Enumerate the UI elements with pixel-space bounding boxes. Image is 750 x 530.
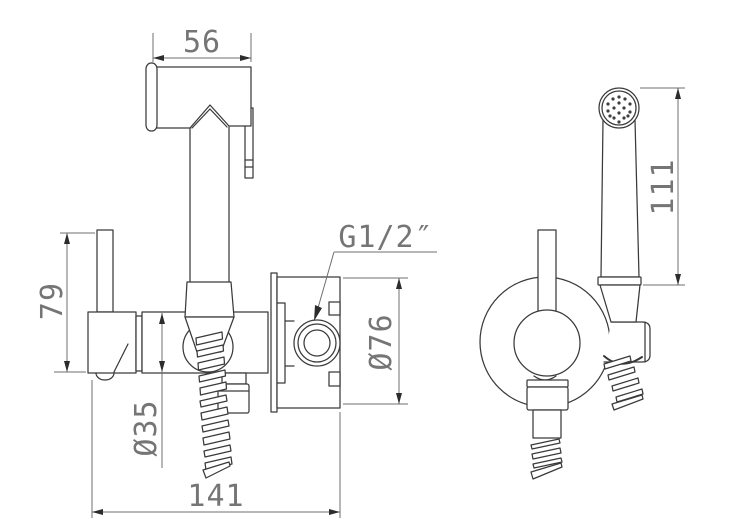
outlet-nut xyxy=(526,386,569,411)
holder-body-side xyxy=(603,321,651,363)
valve-side-strip xyxy=(276,302,286,384)
dimensions: 56 79 Ø35 141 Ø76 G1/2″ 111 xyxy=(35,25,685,518)
sprayer-nozzle-cap xyxy=(145,62,158,132)
dim-79-lines xyxy=(54,232,95,373)
dim-56-arrow-left xyxy=(153,55,164,61)
holder-clip-notch xyxy=(244,159,254,168)
front-view xyxy=(87,62,269,479)
valve-side-step-top xyxy=(328,301,341,316)
dim-111-arrow-top xyxy=(675,88,681,99)
dim-flange-diameter: Ø76 xyxy=(364,313,399,370)
dim-141-lines xyxy=(91,380,341,518)
grip-cone-upper xyxy=(184,281,235,318)
handset-body xyxy=(600,119,640,278)
dim-76-arrow-top xyxy=(396,278,402,289)
sprayer-head-cone-line xyxy=(191,108,228,129)
outlet-stem xyxy=(532,409,562,439)
dim-56-arrow-right xyxy=(240,55,251,61)
wall-plate xyxy=(270,272,278,413)
lever-rod-side xyxy=(537,229,557,314)
dim-35-arrow-top xyxy=(159,313,165,324)
dim-141-arrow-right xyxy=(329,509,340,515)
sprayer-head xyxy=(152,66,252,129)
label-inlet-thread: G1/2″ xyxy=(338,220,433,255)
dim-body-height: 79 xyxy=(35,282,70,320)
valve-ring xyxy=(135,315,143,372)
dim-76-arrow-bottom xyxy=(396,393,402,404)
handset-cone xyxy=(599,284,641,323)
supply-hose xyxy=(530,438,563,480)
shower-hose-front xyxy=(195,331,233,479)
dim-76-lines xyxy=(343,277,408,405)
dim-79-arrow-top xyxy=(64,233,70,244)
dim-79-arrow-bottom xyxy=(64,361,70,372)
dim-handset-length: 111 xyxy=(646,158,681,215)
handle-block xyxy=(87,311,137,374)
inlet-port-bore xyxy=(303,329,331,357)
leader-g12-arrow xyxy=(314,305,322,321)
dim-valve-diameter: Ø35 xyxy=(129,399,164,456)
handle-bump xyxy=(95,372,115,381)
valve-cap xyxy=(513,309,581,377)
spray-nozzle-dots xyxy=(606,95,632,124)
dim-56-lines xyxy=(152,33,252,62)
dim-111-arrow-bottom xyxy=(675,274,681,285)
valve-side-step-bottom xyxy=(328,371,341,387)
outlet-flange xyxy=(526,379,569,388)
dim-35-arrow-bottom xyxy=(159,361,165,372)
dim-head-width: 56 xyxy=(183,25,221,60)
dim-141-arrow-left xyxy=(92,509,103,515)
valve-side-lines xyxy=(284,320,295,367)
side-view xyxy=(270,272,341,413)
right-view xyxy=(479,87,651,480)
handle-chamfer xyxy=(113,343,129,373)
handset-band xyxy=(597,276,642,286)
lever-rod xyxy=(96,229,114,313)
sprayer-grip xyxy=(189,126,230,283)
dim-overall-width: 141 xyxy=(187,479,244,514)
shower-hose-right xyxy=(603,355,644,411)
leader-g12-lines xyxy=(315,251,437,316)
